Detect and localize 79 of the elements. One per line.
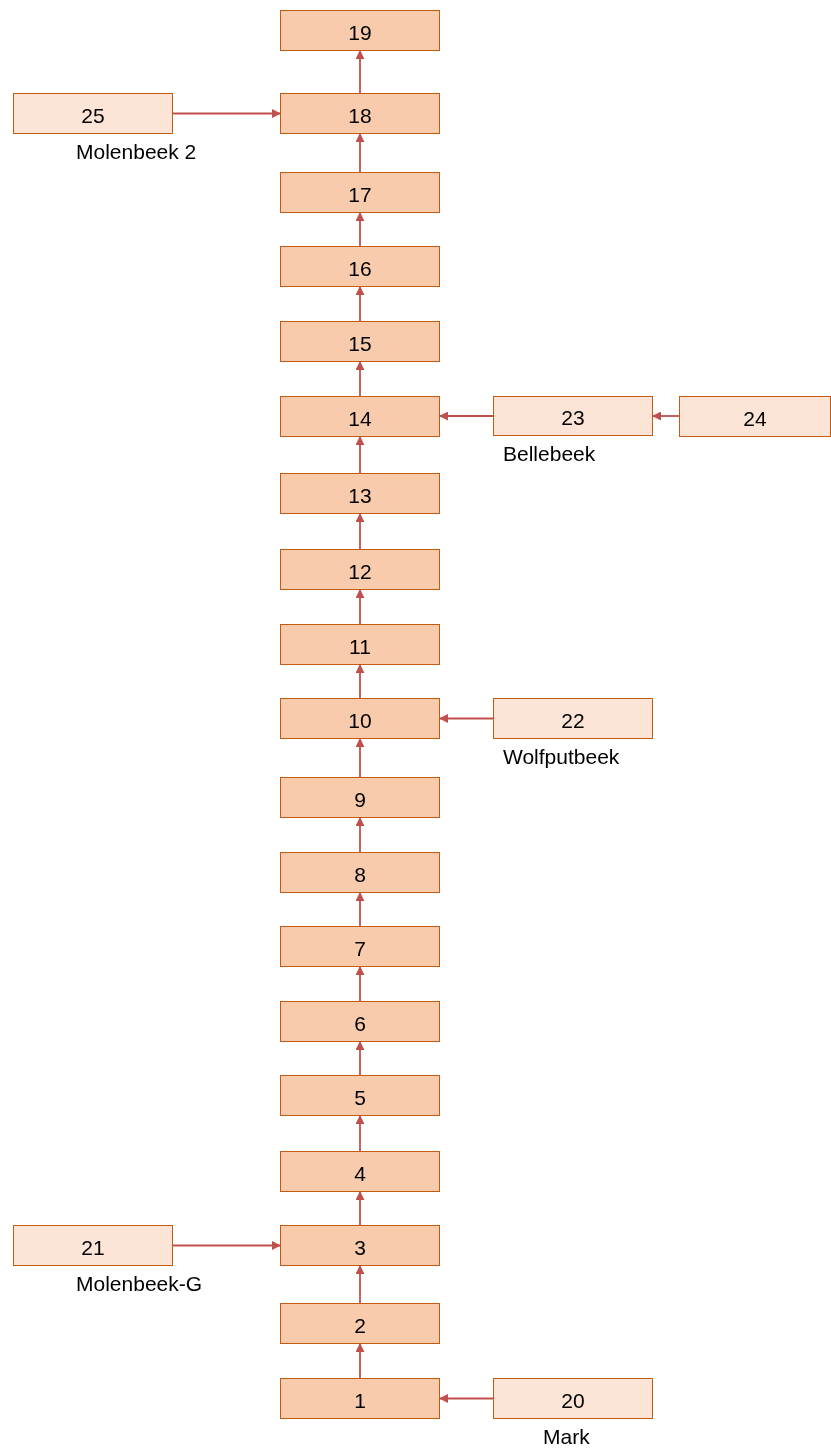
process-box — [280, 852, 440, 893]
arrow — [355, 436, 365, 474]
box-number: 21 — [81, 1235, 105, 1260]
box-number: 10 — [348, 708, 372, 733]
arrow — [355, 513, 365, 550]
arrow — [355, 589, 365, 625]
box-number: 22 — [561, 708, 585, 733]
arrow — [355, 286, 365, 322]
arrow — [355, 1041, 365, 1076]
process-box — [493, 698, 653, 739]
box-number: 14 — [348, 406, 372, 431]
arrow — [355, 966, 365, 1002]
arrow — [355, 1115, 365, 1152]
process-box — [493, 1378, 653, 1419]
process-box — [280, 1075, 440, 1116]
box-number: 12 — [348, 559, 372, 584]
arrow — [355, 1343, 365, 1379]
box-number: 25 — [81, 103, 105, 128]
arrow — [439, 411, 494, 421]
arrow — [355, 212, 365, 247]
arrow — [355, 133, 365, 173]
box-number: 15 — [348, 331, 372, 356]
arrow — [439, 1394, 494, 1403]
arrow — [355, 1265, 365, 1304]
box-number: 6 — [354, 1011, 366, 1036]
box-number: 19 — [348, 20, 372, 45]
stream-name: Mark — [543, 1425, 590, 1449]
box-number: 1 — [354, 1388, 366, 1413]
process-box — [13, 1225, 173, 1266]
arrow — [355, 664, 365, 699]
process-box — [679, 396, 831, 437]
process-box — [280, 396, 440, 437]
arrow — [652, 411, 680, 421]
box-number: 8 — [354, 862, 366, 887]
arrow — [355, 50, 365, 94]
box-number: 20 — [561, 1388, 585, 1413]
box-number: 17 — [348, 182, 372, 207]
process-box — [280, 698, 440, 739]
arrow — [355, 817, 365, 853]
process-box — [280, 777, 440, 818]
process-box — [280, 1151, 440, 1192]
box-number: 23 — [561, 406, 585, 430]
process-box — [280, 321, 440, 362]
box-number: 9 — [354, 787, 366, 812]
box-number: 11 — [349, 634, 371, 659]
process-box — [280, 93, 440, 134]
box-number: 7 — [354, 936, 366, 961]
process-box — [280, 246, 440, 287]
arrow — [355, 361, 365, 397]
process-box — [493, 396, 653, 436]
arrow — [355, 738, 365, 778]
process-box — [280, 10, 440, 51]
stream-name: Molenbeek 2 — [76, 140, 197, 164]
box-number: 4 — [354, 1161, 366, 1186]
box-number: 18 — [348, 103, 372, 128]
arrow — [172, 1241, 281, 1250]
process-box — [280, 549, 440, 590]
box-number: 24 — [743, 406, 767, 431]
process-box — [13, 93, 173, 134]
process-box — [280, 172, 440, 213]
stream-name: Wolfputbeek — [503, 745, 620, 769]
box-number: 2 — [354, 1313, 366, 1338]
arrow — [355, 1191, 365, 1226]
process-box — [280, 1303, 440, 1344]
arrow — [439, 714, 494, 723]
process-box — [280, 1001, 440, 1042]
process-box — [280, 926, 440, 967]
arrow — [355, 892, 365, 927]
box-number: 13 — [348, 483, 372, 508]
box-number: 5 — [354, 1085, 366, 1110]
process-box — [280, 1225, 440, 1266]
stream-name: Molenbeek-G — [76, 1272, 203, 1296]
box-number: 3 — [354, 1235, 366, 1260]
process-box — [280, 624, 440, 665]
stream-name: Bellebeek — [503, 442, 596, 466]
box-number: 16 — [348, 256, 372, 281]
process-box — [280, 473, 440, 514]
arrow — [172, 109, 281, 118]
process-box — [280, 1378, 440, 1419]
